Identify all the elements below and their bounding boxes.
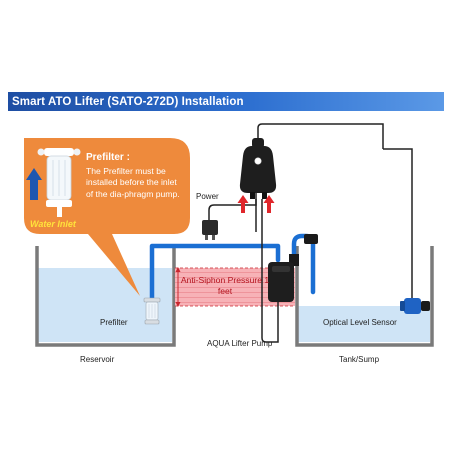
sensor-body bbox=[404, 298, 421, 314]
sump-walls bbox=[295, 246, 434, 347]
callout-heading: Prefilter : bbox=[86, 152, 130, 163]
tank-label: Tank/Sump bbox=[339, 355, 380, 364]
controller-body bbox=[239, 146, 277, 193]
reservoir-label: Reservoir bbox=[80, 355, 115, 364]
pump-cables bbox=[255, 199, 279, 343]
prefilter-device bbox=[143, 297, 161, 325]
page-title: Smart ATO Lifter (SATO-272D) Installatio… bbox=[12, 96, 244, 108]
pump-label: AQUA Lifter Pump bbox=[207, 339, 273, 348]
power-adapter bbox=[202, 192, 257, 240]
optical-sensor-label: Optical Level Sensor bbox=[323, 318, 397, 327]
anti-siphon-label: Anti-Siphon Pressure 1 feet bbox=[180, 275, 270, 296]
controller-unit bbox=[239, 123, 384, 199]
power-label: Power bbox=[196, 192, 219, 201]
prefilter-label: Prefilter bbox=[100, 318, 128, 327]
prefilter-callout bbox=[24, 138, 190, 296]
tube-reservoir-to-pump bbox=[149, 243, 281, 303]
connection-arrows bbox=[237, 195, 275, 213]
callout-prefilter-icon bbox=[37, 148, 81, 217]
water-inlet-label: Water Inlet bbox=[30, 219, 76, 229]
callout-flow-arrow bbox=[26, 168, 42, 200]
optical-sensor bbox=[383, 148, 430, 314]
reservoir-walls bbox=[35, 246, 176, 347]
title-bar bbox=[8, 92, 444, 111]
aqua-lifter-pump bbox=[268, 262, 294, 302]
callout-body: The Prefilter must be installed before t… bbox=[86, 166, 180, 199]
